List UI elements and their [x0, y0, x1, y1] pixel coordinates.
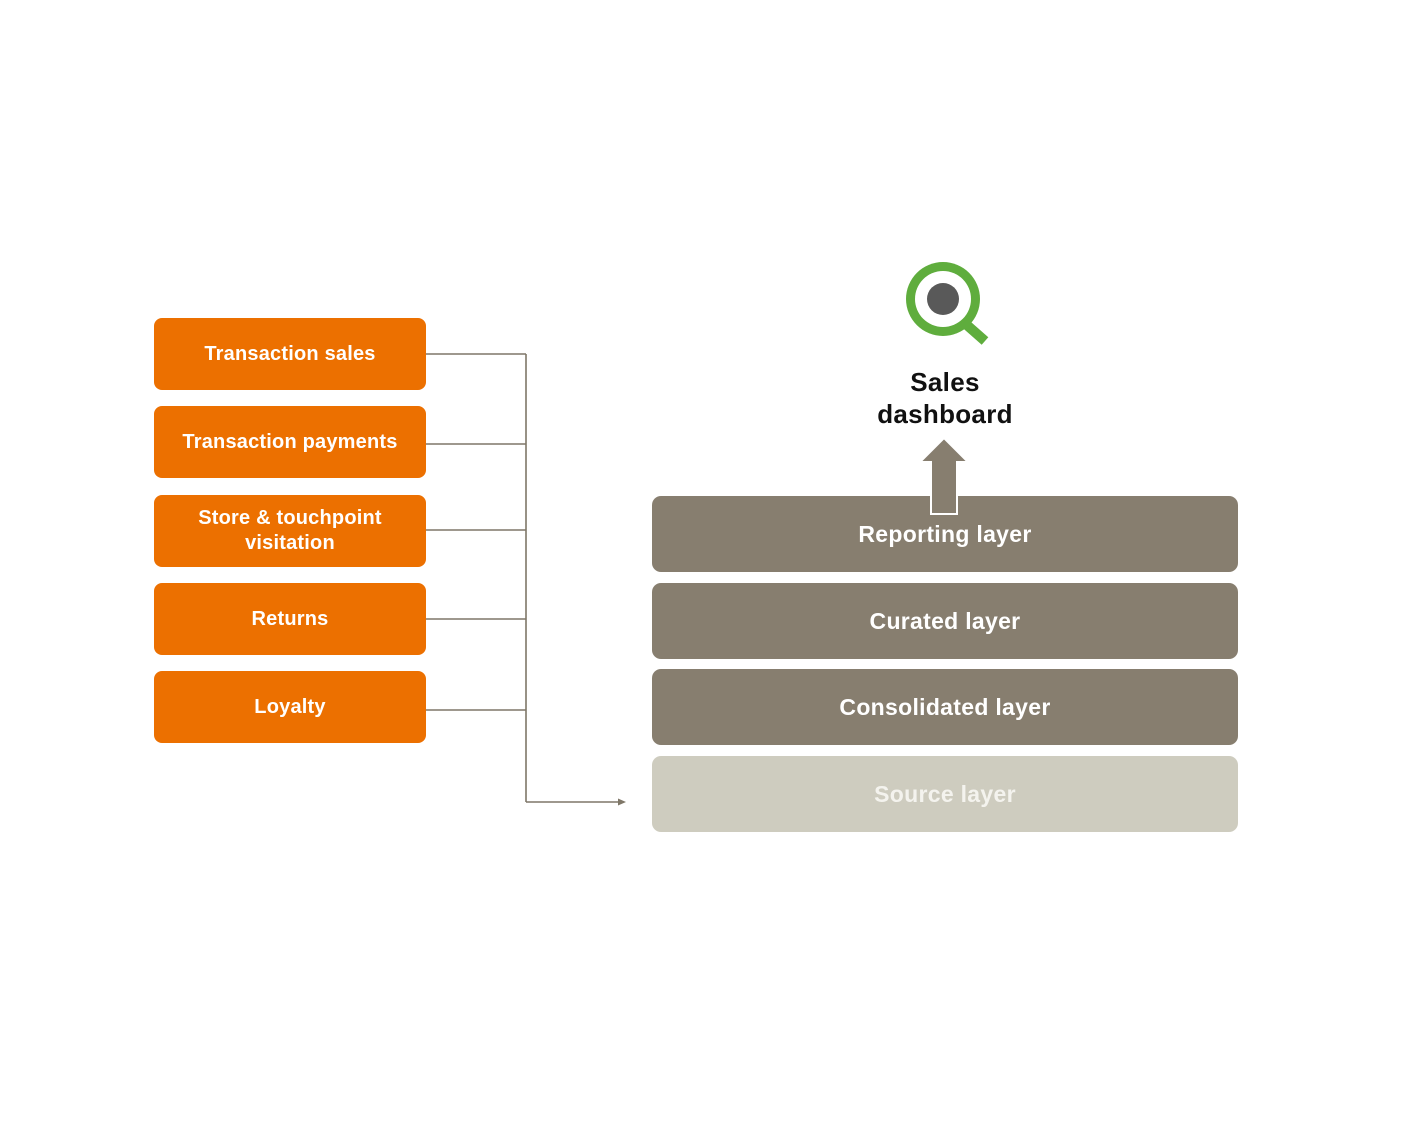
qlik-logo-icon: [906, 262, 989, 345]
dashboard-title-line-1: Sales: [910, 367, 980, 397]
source-transaction-payments: Transaction payments: [154, 406, 426, 478]
source-transaction-sales: Transaction sales: [154, 318, 426, 390]
source-returns: Returns: [154, 583, 426, 655]
source-store-touchpoint-visitation: Store & touchpoint visitation: [154, 495, 426, 567]
arrowhead-icon: [618, 798, 626, 806]
consolidated-layer: Consolidated layer: [652, 669, 1238, 745]
curated-layer: Curated layer: [652, 583, 1238, 659]
source-layer: Source layer: [652, 756, 1238, 832]
sales-dashboard-title: Sales dashboard: [820, 366, 1070, 430]
source-loyalty: Loyalty: [154, 671, 426, 743]
dashboard-title-line-2: dashboard: [877, 399, 1013, 429]
up-arrow-icon: [917, 436, 971, 515]
